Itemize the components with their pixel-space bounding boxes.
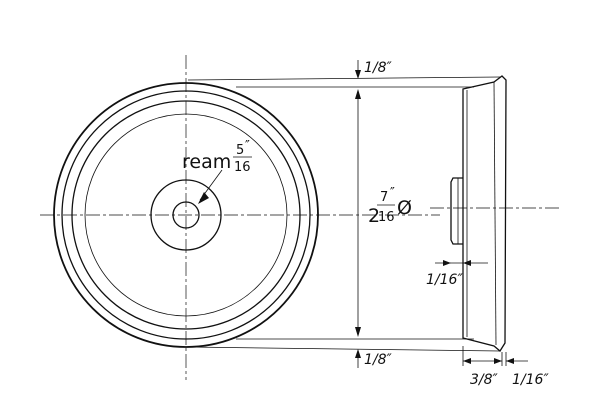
rim-width-label: 1/16″ <box>512 372 549 388</box>
hub-step-label: 1/16″ <box>426 272 463 288</box>
hub-width-arrow-right <box>494 358 502 364</box>
ream-unit: ″ <box>245 139 250 154</box>
diameter-numerator: 7 <box>380 190 388 205</box>
ext-line-bottom-outer <box>187 346 501 352</box>
side-view <box>430 75 560 352</box>
hub-step-arrow-right <box>463 260 471 266</box>
hub-width-arrow-left <box>463 358 471 364</box>
top-gap-arrowhead <box>355 70 361 79</box>
diameter-dimension: 2 7 ″ 16 Ø <box>355 89 412 337</box>
top-gap-label: 1/8″ <box>364 60 393 76</box>
side-body-outline <box>462 75 507 352</box>
bottom-gap-dimension: 1/8″ <box>355 349 393 368</box>
side-hub-outline <box>450 177 463 245</box>
hub-step-dimension: 1/16″ <box>426 260 488 288</box>
ream-numerator: 5 <box>236 143 244 158</box>
ream-leader-arrow <box>198 192 209 204</box>
diameter-denominator: 16 <box>378 210 395 225</box>
front-view <box>40 55 440 380</box>
bottom-gap-arrowhead <box>355 349 361 358</box>
diameter-arrow-bottom <box>355 327 361 337</box>
extension-lines <box>187 76 501 352</box>
hub-width-label: 3/8″ <box>470 372 499 388</box>
rim-width-dimension: 1/16″ <box>505 352 549 388</box>
rim-width-arrow <box>506 358 514 364</box>
ext-line-top-outer <box>187 76 501 81</box>
top-gap-dimension: 1/8″ <box>355 60 393 79</box>
hub-width-dimension: 3/8″ <box>462 346 503 388</box>
ream-denominator: 16 <box>234 160 251 175</box>
side-rim-inner-line <box>493 81 497 346</box>
diameter-symbol: Ø <box>397 197 412 219</box>
ream-label: ream <box>182 151 231 173</box>
diameter-arrow-top <box>355 89 361 99</box>
diameter-unit: ″ <box>390 186 395 201</box>
hub-step-arrow-left <box>443 260 451 266</box>
diameter-whole: 2 <box>368 205 380 227</box>
ream-callout: ream 5 ″ 16 <box>182 139 252 204</box>
bottom-gap-label: 1/8″ <box>364 352 393 368</box>
